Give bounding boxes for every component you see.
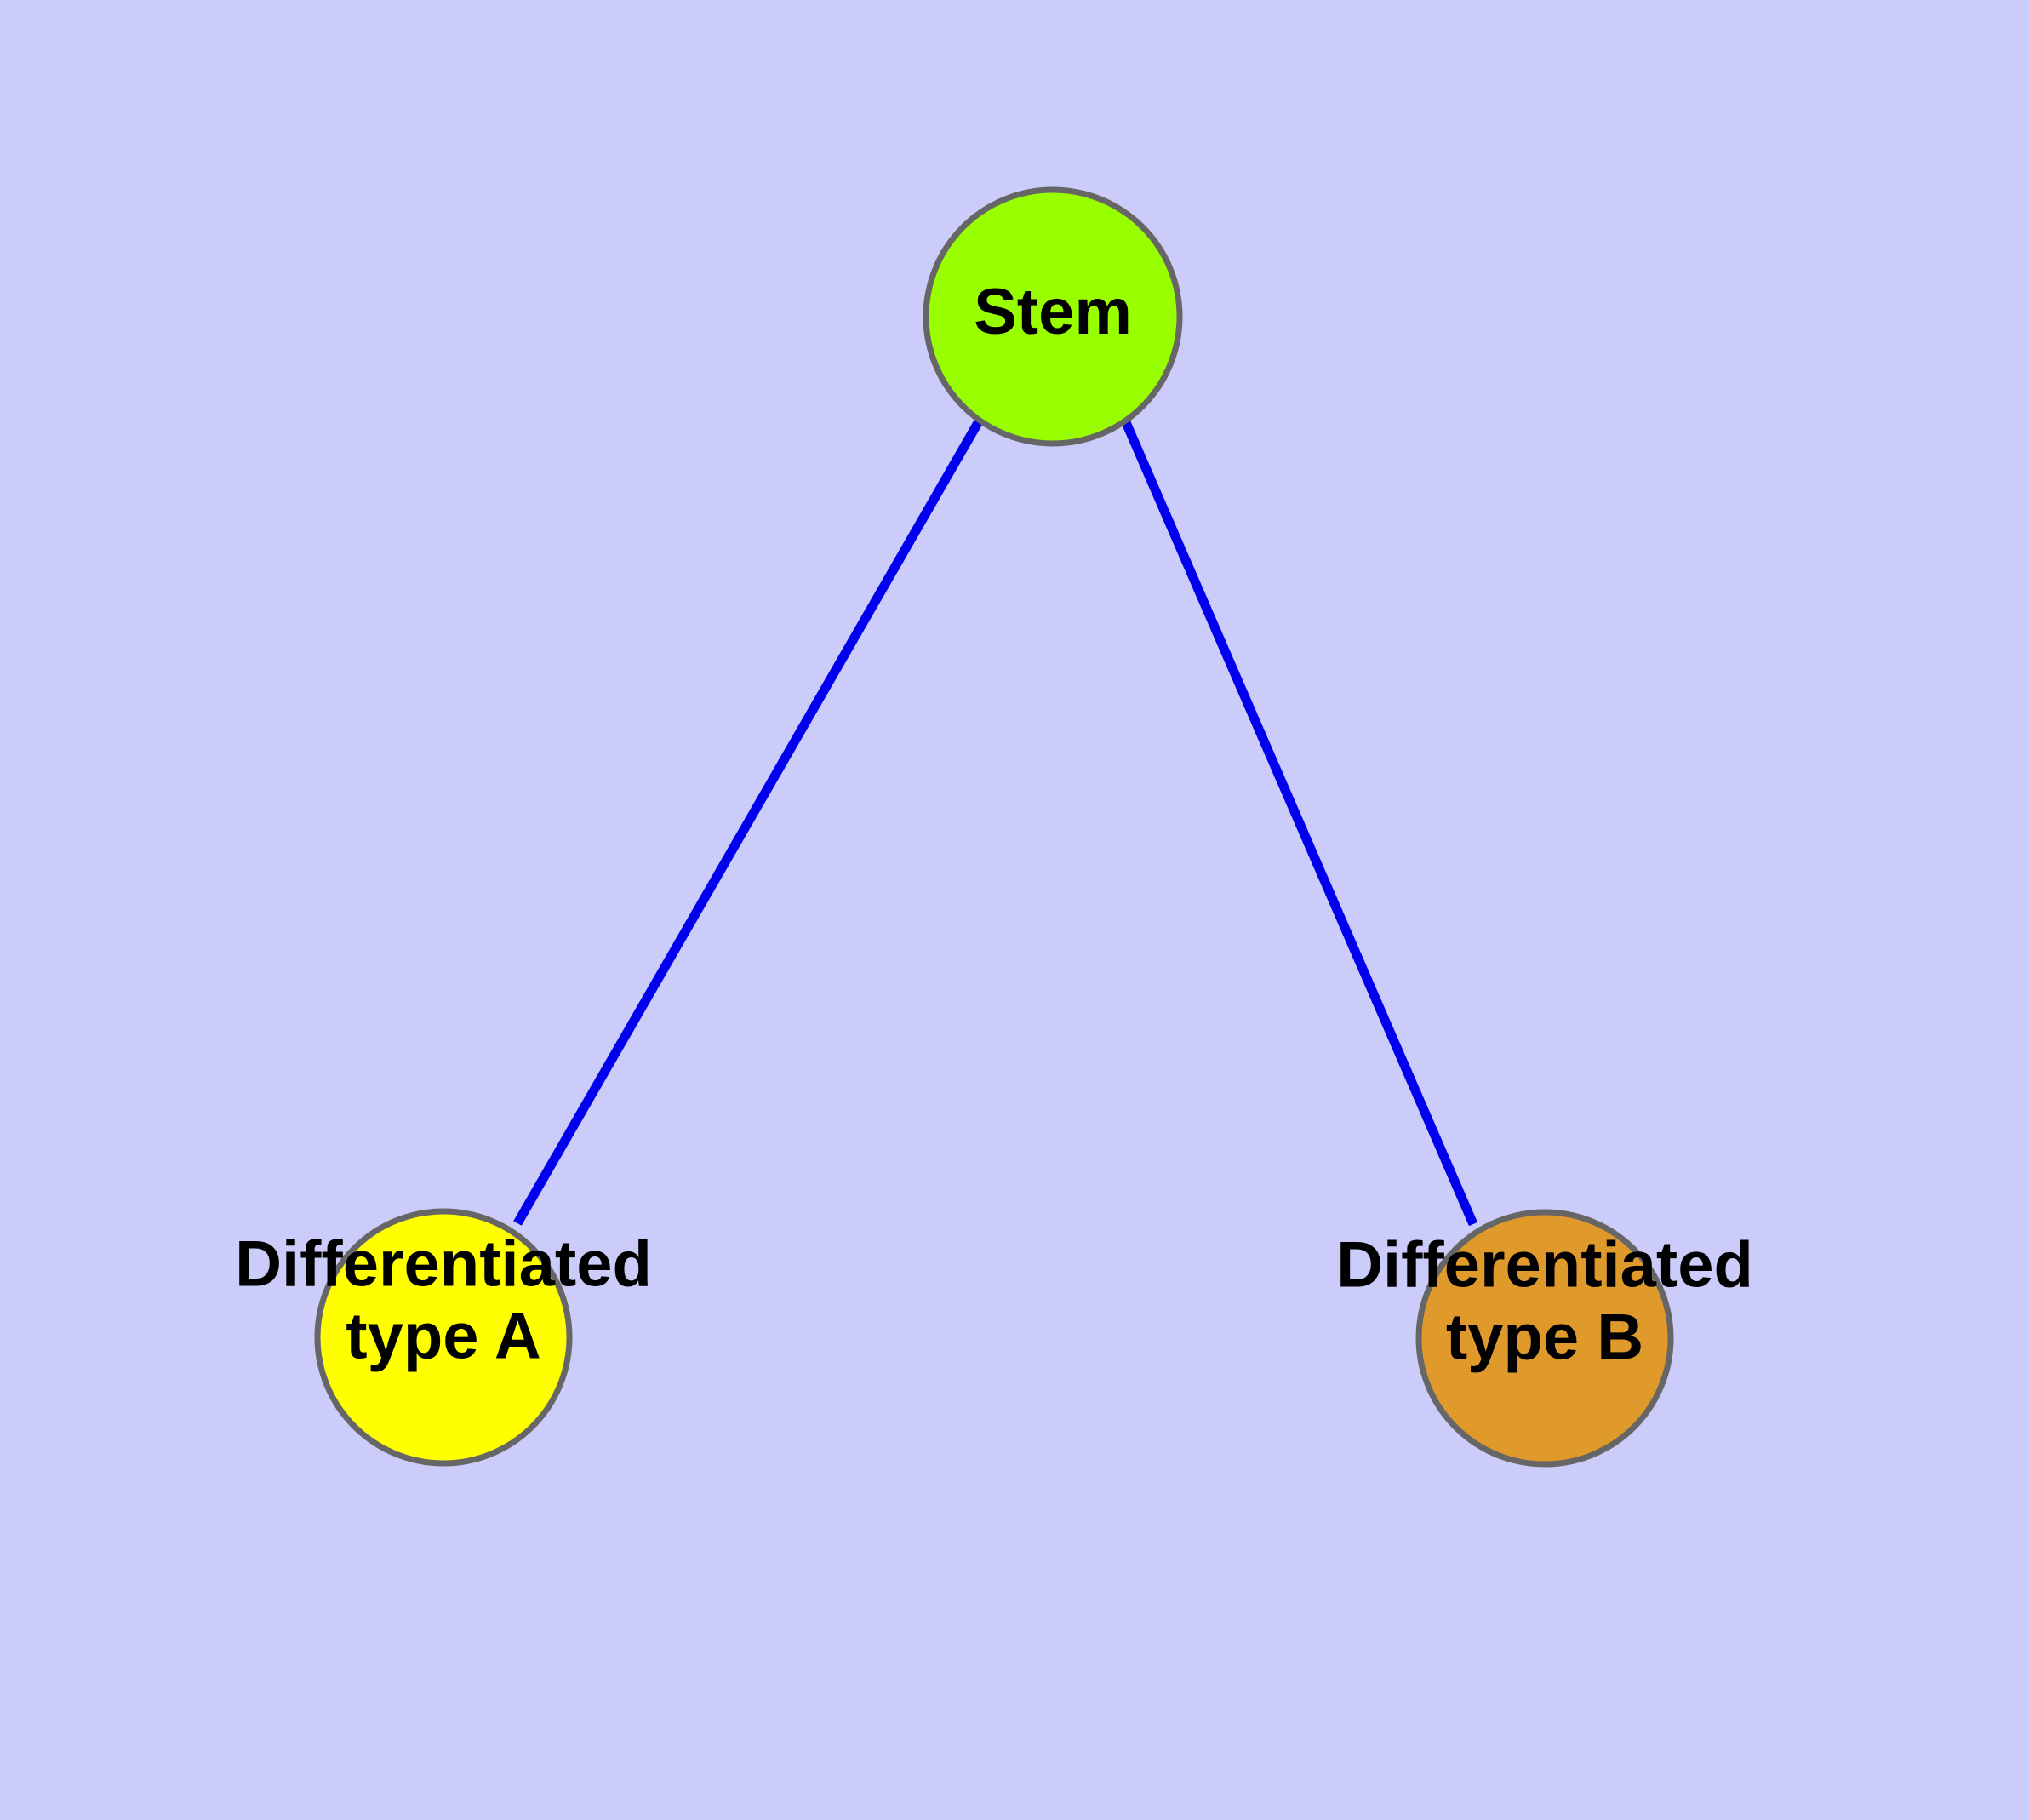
node-label-line: Stem	[974, 276, 1132, 348]
node-diff_a[interactable]	[314, 1208, 573, 1467]
edge-stem-diff-a[interactable]	[513, 419, 983, 1226]
node-diff_b[interactable]	[1415, 1209, 1674, 1468]
nodes-layer	[314, 186, 1674, 1468]
node-label-line: type B	[1446, 1302, 1643, 1374]
node-label-line: type A	[346, 1301, 540, 1373]
edges-layer	[513, 418, 1478, 1227]
node-label-line: Differentiated	[1336, 1229, 1753, 1302]
node-label-stem: Stem	[974, 276, 1132, 348]
edge-stem-diff-b[interactable]	[1120, 418, 1478, 1227]
node-label-line: Differentiated	[235, 1228, 652, 1301]
node-stem[interactable]	[923, 186, 1183, 447]
